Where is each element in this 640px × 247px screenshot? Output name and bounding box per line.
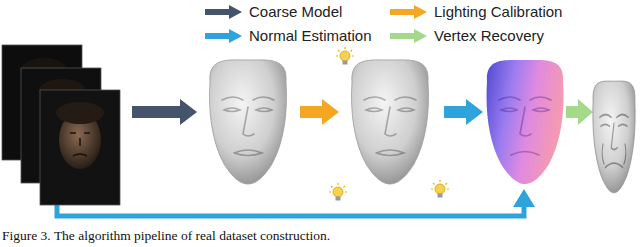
legend-label: Normal Estimation [249, 27, 372, 45]
legend-arrow [204, 4, 244, 20]
figure-caption: Figure 3. The algorithm pipeline of real… [2, 227, 638, 245]
legend-item: Normal Estimation [204, 26, 372, 46]
legend-arrow-shape [205, 5, 242, 19]
legend-label: Lighting Calibration [434, 3, 562, 21]
legend-item: Vertex Recovery [389, 26, 544, 46]
legend-item: Lighting Calibration [389, 2, 562, 22]
legend-arrow [389, 28, 429, 44]
legend-arrow [204, 28, 244, 44]
legend-label: Coarse Model [249, 3, 342, 21]
legend-item: Coarse Model [204, 2, 342, 22]
legend-arrow [389, 4, 429, 20]
legend-arrow-shape [390, 29, 427, 43]
legend-label: Vertex Recovery [434, 27, 544, 45]
legend-arrow-shape [390, 5, 427, 19]
legend-arrow-shape [205, 29, 242, 43]
